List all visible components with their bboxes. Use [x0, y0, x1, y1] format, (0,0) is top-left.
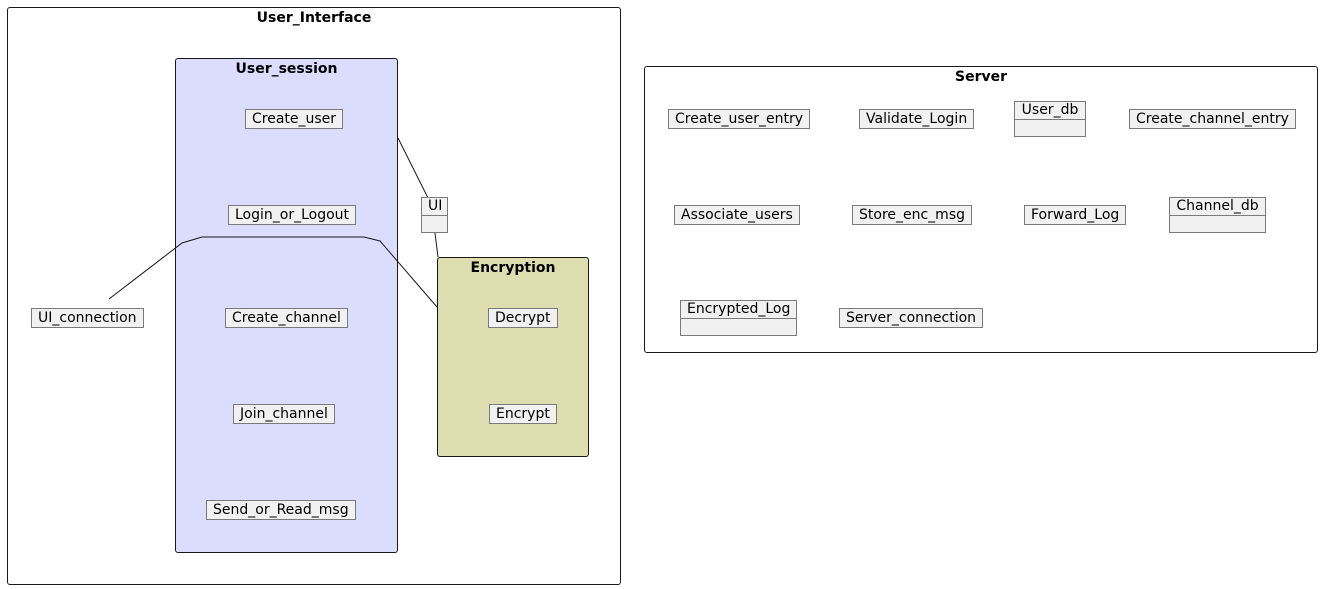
package-server: Server	[644, 66, 1318, 353]
component-server-connection[interactable]: Server_connection	[839, 308, 984, 328]
package-title: Encryption	[470, 260, 556, 276]
component-associate-users[interactable]: Associate_users	[674, 205, 800, 225]
package-title: Server	[954, 69, 1007, 85]
component-validate-login[interactable]: Validate_Login	[859, 109, 975, 129]
component-decrypt[interactable]: Decrypt	[488, 308, 558, 328]
component-create-user-entry[interactable]: Create_user_entry	[668, 109, 811, 129]
package-encryption: Encryption	[437, 257, 589, 457]
component-create-user[interactable]: Create_user	[245, 109, 344, 129]
component-create-channel[interactable]: Create_channel	[225, 308, 348, 328]
node-encrypted-log-label: Encrypted_Log	[681, 301, 796, 319]
node-channel-db[interactable]: Channel_db	[1169, 197, 1266, 233]
node-user-db[interactable]: User_db	[1014, 101, 1086, 137]
component-ui-connection[interactable]: UI_connection	[31, 308, 144, 328]
component-encrypt[interactable]: Encrypt	[489, 404, 557, 424]
package-title: User_session	[235, 61, 338, 77]
package-user-session: User_session	[175, 58, 398, 553]
component-create-channel-entry[interactable]: Create_channel_entry	[1129, 109, 1296, 129]
component-store-enc-msg[interactable]: Store_enc_msg	[852, 205, 973, 225]
node-channel-db-label: Channel_db	[1170, 198, 1265, 216]
package-title: User_Interface	[256, 10, 372, 26]
node-ui[interactable]: UI	[421, 197, 448, 233]
node-user-db-label: User_db	[1015, 102, 1085, 120]
node-encrypted-log[interactable]: Encrypted_Log	[680, 300, 797, 336]
component-login-or-logout[interactable]: Login_or_Logout	[228, 205, 357, 225]
component-send-or-read-msg[interactable]: Send_or_Read_msg	[206, 500, 356, 520]
node-ui-label: UI	[422, 198, 447, 216]
component-join-channel[interactable]: Join_channel	[233, 404, 335, 424]
component-forward-log[interactable]: Forward_Log	[1024, 205, 1127, 225]
package-user-interface: User_Interface	[7, 7, 621, 585]
